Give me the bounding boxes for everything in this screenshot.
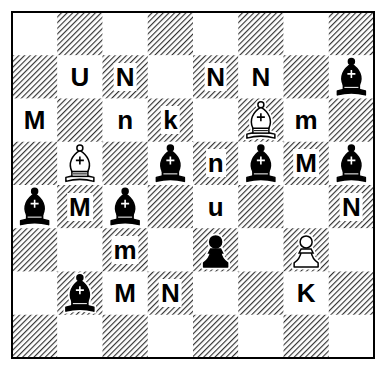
bishop-figure <box>156 145 184 182</box>
board-square <box>103 12 149 56</box>
board-square <box>193 99 239 143</box>
piece-letter: M <box>22 106 48 134</box>
piece-figures <box>21 58 366 311</box>
piece-letter: m <box>112 236 139 264</box>
board-square <box>57 185 103 229</box>
board-square <box>12 99 58 143</box>
bishop-figure <box>21 188 49 225</box>
board-square <box>193 228 239 272</box>
board-square <box>193 55 239 99</box>
piece-letter: N <box>114 63 137 91</box>
bishop-figure <box>66 275 94 312</box>
board-square <box>193 185 239 229</box>
board-square <box>57 142 103 186</box>
piece-letter: N <box>159 279 182 307</box>
piece-letter: M <box>293 149 319 177</box>
piece-letter: u <box>206 193 226 221</box>
board-square <box>238 228 284 272</box>
board-square <box>103 142 149 186</box>
board-square <box>329 185 375 229</box>
bishop-figure <box>247 145 275 182</box>
bishop-figure <box>337 145 365 182</box>
board-square <box>284 228 330 272</box>
pawn-figure <box>294 236 318 267</box>
piece-letter: M <box>112 279 138 307</box>
board-square <box>57 228 103 272</box>
board-square <box>12 315 58 359</box>
board-square <box>12 55 58 99</box>
board-square <box>238 99 284 143</box>
board-square <box>148 99 194 143</box>
board-square <box>148 55 194 99</box>
bishop-figure <box>111 188 139 225</box>
board-square <box>57 12 103 56</box>
board-square <box>329 272 375 316</box>
board-square <box>238 142 284 186</box>
board-square <box>284 315 330 359</box>
piece-letter: n <box>115 106 135 134</box>
board-squares <box>12 12 374 358</box>
board-square <box>284 142 330 186</box>
bishop-figure <box>66 145 94 182</box>
board-square <box>103 228 149 272</box>
board-square <box>12 185 58 229</box>
pawn-figure <box>204 236 228 267</box>
board-square <box>329 55 375 99</box>
piece-letter: K <box>295 279 318 307</box>
board-square <box>284 12 330 56</box>
board-square <box>238 55 284 99</box>
piece-letter: U <box>68 63 91 91</box>
piece-letter: N <box>249 63 272 91</box>
board-square <box>148 12 194 56</box>
board-square <box>329 315 375 359</box>
board-square <box>148 315 194 359</box>
board-square <box>284 185 330 229</box>
board-square <box>238 315 284 359</box>
board-square <box>329 12 375 56</box>
board-square <box>284 99 330 143</box>
board-square <box>148 228 194 272</box>
board-square <box>193 315 239 359</box>
board-border <box>12 12 374 358</box>
board-square <box>57 315 103 359</box>
board-square <box>148 272 194 316</box>
board-square <box>12 12 58 56</box>
board-square <box>103 272 149 316</box>
board-square <box>193 272 239 316</box>
board-square <box>284 272 330 316</box>
board-square <box>238 185 284 229</box>
board-square <box>148 185 194 229</box>
board-square <box>193 142 239 186</box>
board-square <box>238 12 284 56</box>
board-square <box>329 99 375 143</box>
board-square <box>103 315 149 359</box>
piece-letter: n <box>206 149 226 177</box>
board-square <box>284 55 330 99</box>
board-square <box>193 12 239 56</box>
board-square <box>329 228 375 272</box>
piece-letter: M <box>67 193 93 221</box>
piece-letter: k <box>161 106 179 134</box>
board-square <box>329 142 375 186</box>
board-square <box>57 99 103 143</box>
board-square <box>103 185 149 229</box>
board-square <box>103 55 149 99</box>
board-square <box>148 142 194 186</box>
board-square <box>12 142 58 186</box>
board-square <box>12 272 58 316</box>
board-square <box>57 272 103 316</box>
piece-letter: m <box>293 106 320 134</box>
board-square <box>103 99 149 143</box>
board-square <box>57 55 103 99</box>
piece-letter: N <box>204 63 227 91</box>
board-square <box>238 272 284 316</box>
bishop-figure <box>247 102 275 139</box>
piece-letter: N <box>340 193 363 221</box>
bishop-figure <box>337 58 365 95</box>
board-square <box>12 228 58 272</box>
